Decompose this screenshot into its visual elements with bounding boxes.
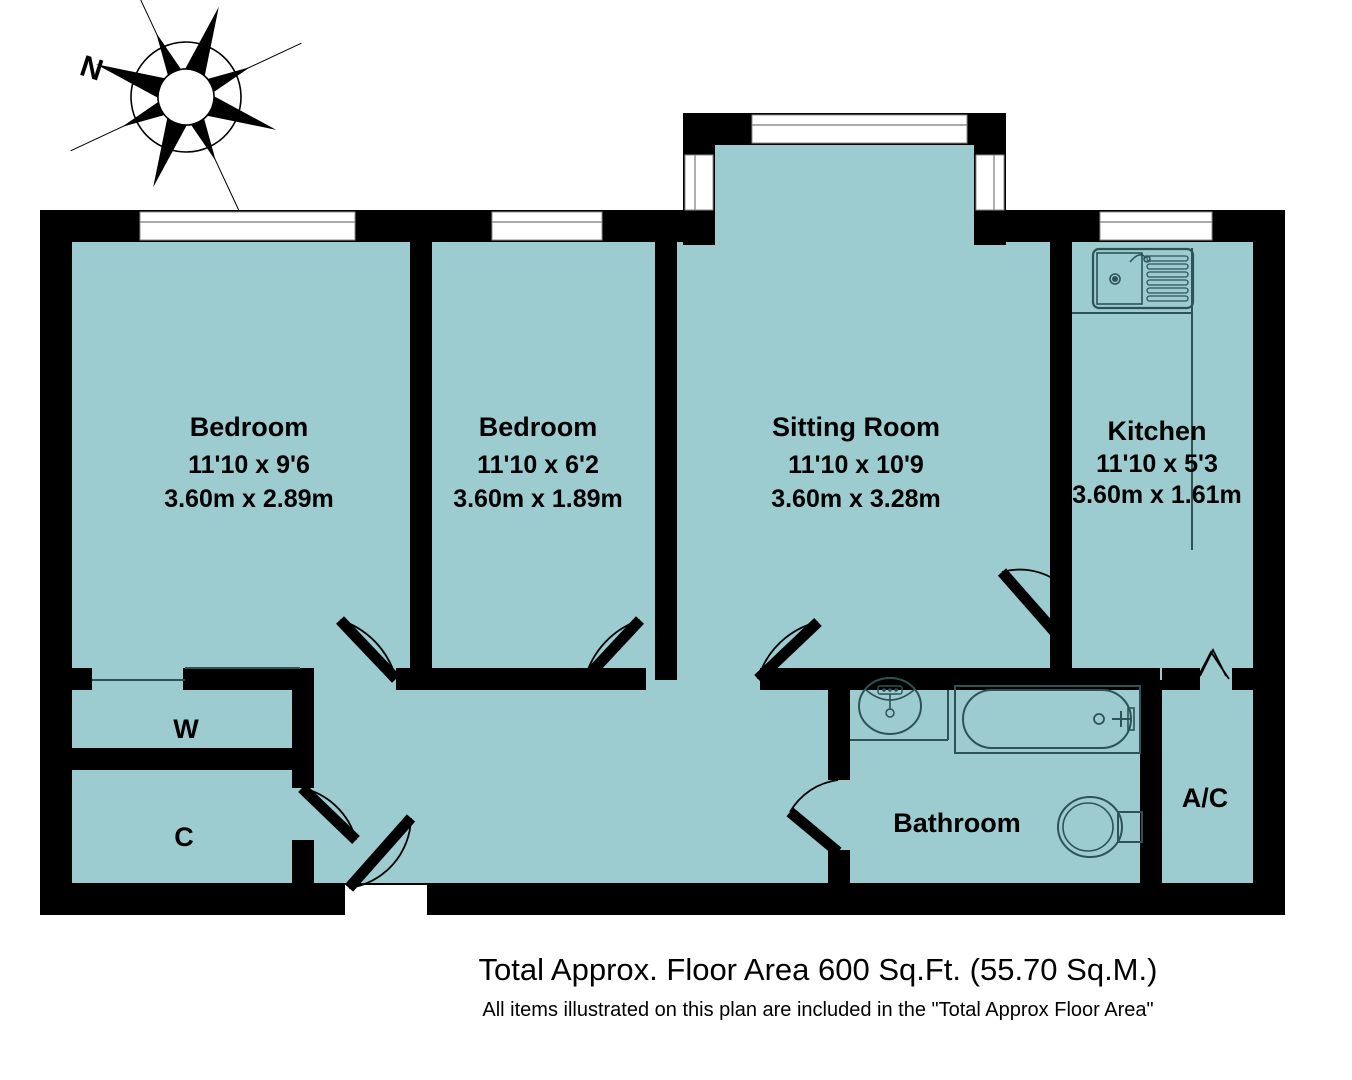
entrance-threshold (345, 885, 427, 915)
door-bathroom (786, 779, 842, 857)
doors-group (92, 568, 1230, 892)
room-label-kitchen: Kitchen 11'10 x 5'3 3.60m x 1.61m (1072, 416, 1242, 509)
bathroom-basin (858, 677, 922, 735)
room-dim-metric: 3.60m x 2.89m (164, 485, 334, 513)
door-airing-cupboard (1196, 647, 1230, 680)
kitchen-sink-unit (1072, 247, 1195, 550)
room-name: Bedroom (190, 412, 309, 442)
room-dim-imperial: 11'10 x 6'2 (477, 451, 599, 479)
room-label-sitting-room: Sitting Room 11'10 x 10'9 3.60m x 3.28m (771, 412, 941, 513)
footer-group: Total Approx. Floor Area 600 Sq.Ft. (55.… (479, 952, 1158, 1021)
window-bedroom-1 (139, 211, 356, 241)
room-dim-imperial: 11'10 x 10'9 (788, 451, 924, 479)
window-bay-right (975, 154, 1005, 211)
room-dim-imperial: 11'10 x 5'3 (1096, 450, 1218, 478)
room-dim-imperial: 11'10 x 9'6 (188, 451, 310, 479)
room-label-cupboard: C (174, 822, 194, 852)
window-bay-left (684, 154, 714, 211)
door-kitchen (997, 568, 1065, 642)
room-label-wardrobe: W (173, 714, 199, 744)
room-label-bedroom-1: Bedroom 11'10 x 9'6 3.60m x 2.89m (164, 412, 334, 513)
bathroom-bath (954, 685, 1141, 754)
bathroom-wc (1057, 796, 1143, 858)
bathroom-fixtures (850, 677, 1143, 858)
door-bedroom-2 (580, 616, 645, 683)
room-name: Kitchen (1107, 416, 1206, 446)
room-label-bathroom: Bathroom (893, 808, 1021, 838)
windows-group (139, 114, 1213, 915)
window-kitchen (1099, 211, 1213, 241)
room-dim-metric: 3.60m x 3.28m (771, 485, 941, 513)
room-label-airing-cupboard: A/C (1182, 783, 1229, 813)
door-sitting-room (754, 618, 822, 683)
door-entrance (344, 814, 416, 892)
room-label-bedroom-2: Bedroom 11'10 x 6'2 3.60m x 1.89m (453, 412, 623, 513)
room-dim-metric: 3.60m x 1.61m (1072, 481, 1242, 509)
room-dim-metric: 3.60m x 1.89m (453, 485, 623, 513)
room-name: Bedroom (479, 412, 598, 442)
compass-rose (70, 0, 302, 213)
room-labels-group: Bedroom 11'10 x 9'6 3.60m x 2.89m Bedroo… (164, 412, 1242, 852)
floor-area-disclaimer-text: All items illustrated on this plan are i… (482, 999, 1153, 1021)
door-bedroom-1 (336, 616, 400, 683)
window-bay-front (751, 114, 968, 144)
door-cupboard (298, 784, 360, 844)
room-name: Sitting Room (772, 412, 940, 442)
compass-north-label: N (76, 49, 107, 87)
total-floor-area-text: Total Approx. Floor Area 600 Sq.Ft. (55.… (479, 952, 1158, 987)
window-bedroom-2 (491, 211, 603, 241)
